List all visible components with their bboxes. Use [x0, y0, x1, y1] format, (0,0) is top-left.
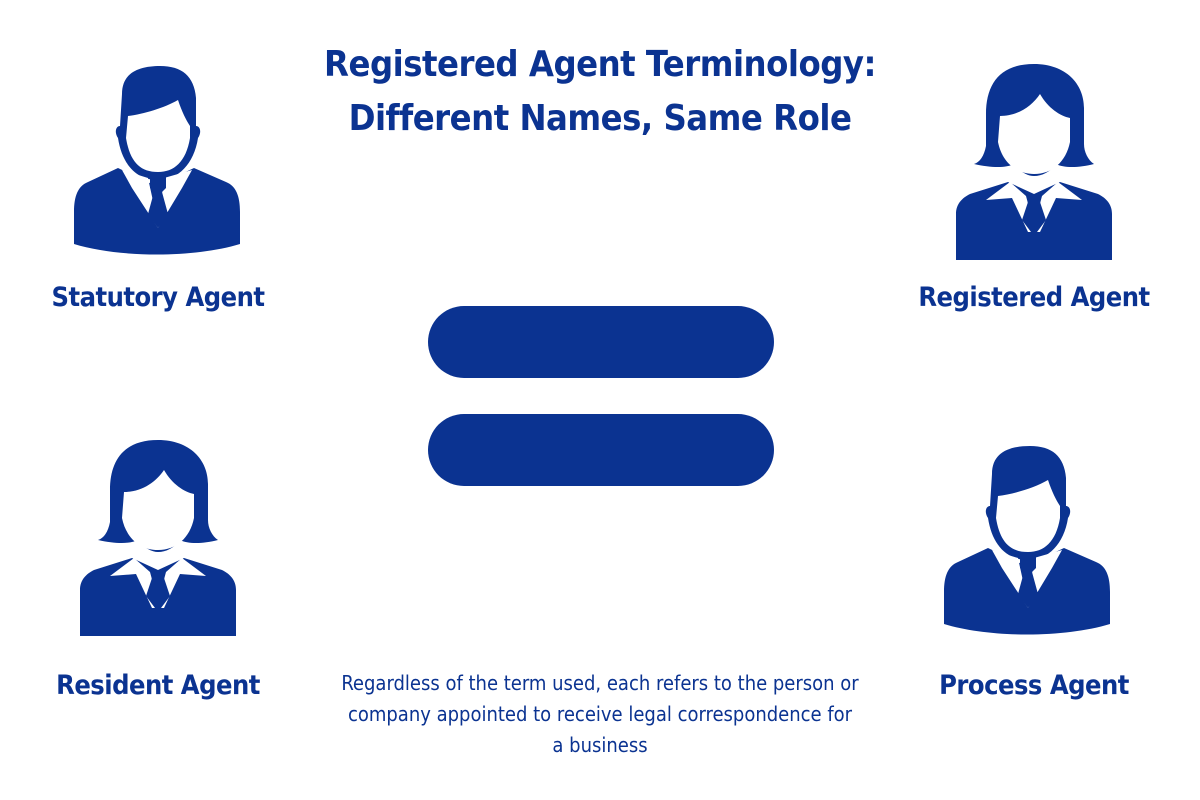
male-businessperson-icon [74, 66, 240, 255]
equals-bottom-bar [428, 414, 774, 486]
agent-label-registered: Registered Agent [918, 282, 1150, 313]
agent-label-resident: Resident Agent [56, 670, 260, 701]
caption-text: Regardless of the term used, each refers… [341, 671, 859, 757]
female-businessperson-icon [80, 440, 236, 636]
male-businessperson-icon [944, 446, 1110, 635]
equals-top-bar [428, 306, 774, 378]
agent-label-process: Process Agent [939, 670, 1129, 701]
female-businessperson-icon [956, 64, 1112, 260]
title-line-1: Registered Agent Terminology: [324, 44, 876, 85]
agent-label-statutory: Statutory Agent [51, 282, 265, 313]
title-line-2: Different Names, Same Role [348, 98, 852, 139]
page-title: Registered Agent Terminology: Different … [300, 38, 900, 146]
